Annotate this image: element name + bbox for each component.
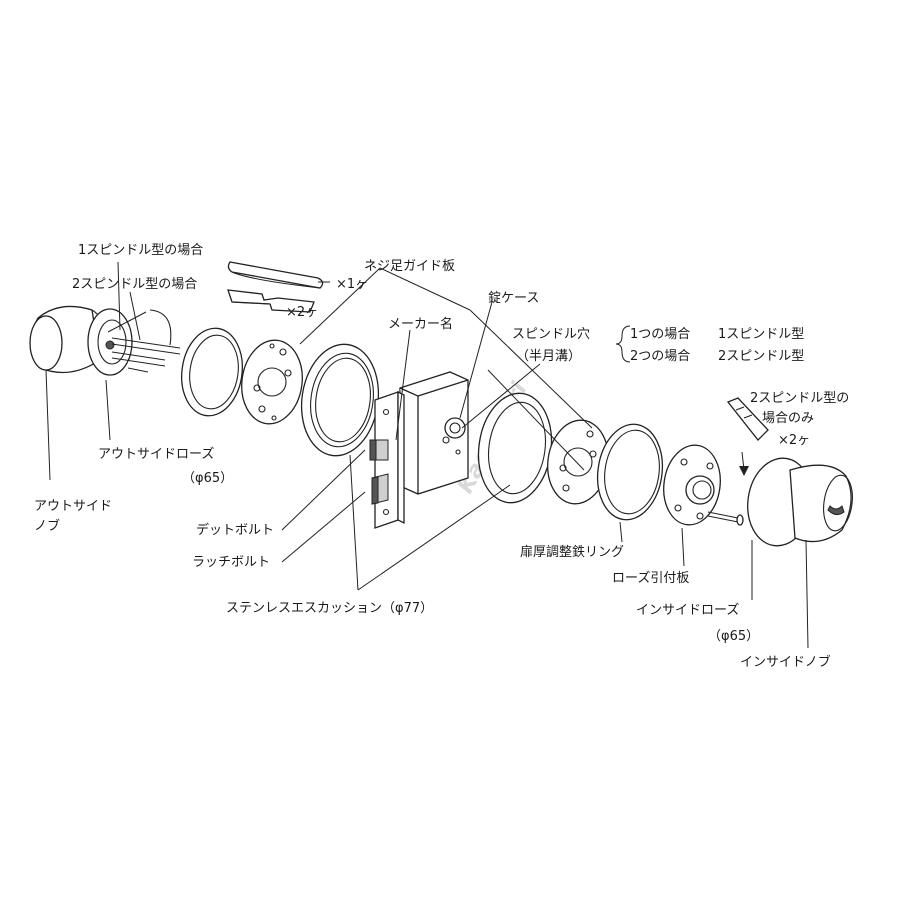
label-outside-knob-1: アウトサイド (34, 499, 112, 514)
label-qty-x2-right: ×2ヶ (778, 433, 810, 448)
inside-escutcheon (477, 392, 553, 504)
spindle-piece-right (726, 397, 769, 441)
label-spindle2-only-2: 場合のみ (762, 411, 814, 426)
outside-rose (87, 308, 133, 376)
inside-knob (747, 457, 853, 547)
label-lock-case: 錠ケース (488, 291, 539, 306)
outside-rose-ring (181, 327, 243, 417)
label-outside-rose-dia: （φ65） (182, 471, 233, 486)
label-qty-x2-top: ×2ヶ (286, 305, 318, 320)
outside-guide-plate (241, 339, 303, 425)
label-spindle2-only-1: 2スピンドル型の (750, 391, 849, 406)
outside-escutcheon (300, 343, 380, 457)
label-one-type: 1スピンドル型 (718, 327, 804, 342)
spindle-insert-x1 (227, 261, 324, 289)
label-two-case: 2つの場合 (630, 349, 690, 364)
label-spindle-hole: スピンドル穴 (512, 327, 590, 342)
label-maker-name: メーカー名 (388, 316, 453, 332)
door-thickness-ring (596, 423, 664, 521)
rose-mounting-plate (663, 444, 744, 526)
spindle-insert-x2 (227, 289, 315, 313)
label-outside-rose: アウトサイドローズ (98, 446, 214, 462)
label-two-type: 2スピンドル型 (718, 349, 804, 364)
lock-case (369, 371, 469, 529)
label-inside-rose-dia: （φ65） (708, 629, 759, 644)
label-spindle2-case: 2スピンドル型の場合 (72, 277, 197, 292)
leader-lines (45, 261, 809, 649)
label-screw-guide-plate: ネジ足ガイド板 (364, 259, 455, 274)
spindles (107, 309, 181, 373)
insert-arrow-icon (739, 451, 749, 476)
brace (615, 325, 631, 363)
label-spindle1-case: 1スピンドル型の場合 (78, 243, 203, 258)
label-inside-knob: インサイドノブ (740, 654, 831, 670)
label-half-groove: （半月溝） (516, 349, 581, 364)
label-stainless-escutcheon: ステンレスエスカッション（φ77） (226, 601, 433, 616)
label-one-case: 1つの場合 (630, 327, 690, 342)
outside-knob (29, 305, 107, 374)
label-outside-knob-2: ノブ (34, 518, 60, 534)
label-qty-x1: ×1ヶ (336, 277, 368, 292)
label-inside-rose: インサイドローズ (636, 602, 739, 618)
label-latch-bolt: ラッチボルト (192, 555, 270, 570)
label-rose-plate: ローズ引付板 (612, 570, 689, 586)
label-door-thickness-ring: 扉厚調整鉄リング (520, 544, 624, 560)
label-dead-bolt: デットボルト (196, 522, 274, 538)
